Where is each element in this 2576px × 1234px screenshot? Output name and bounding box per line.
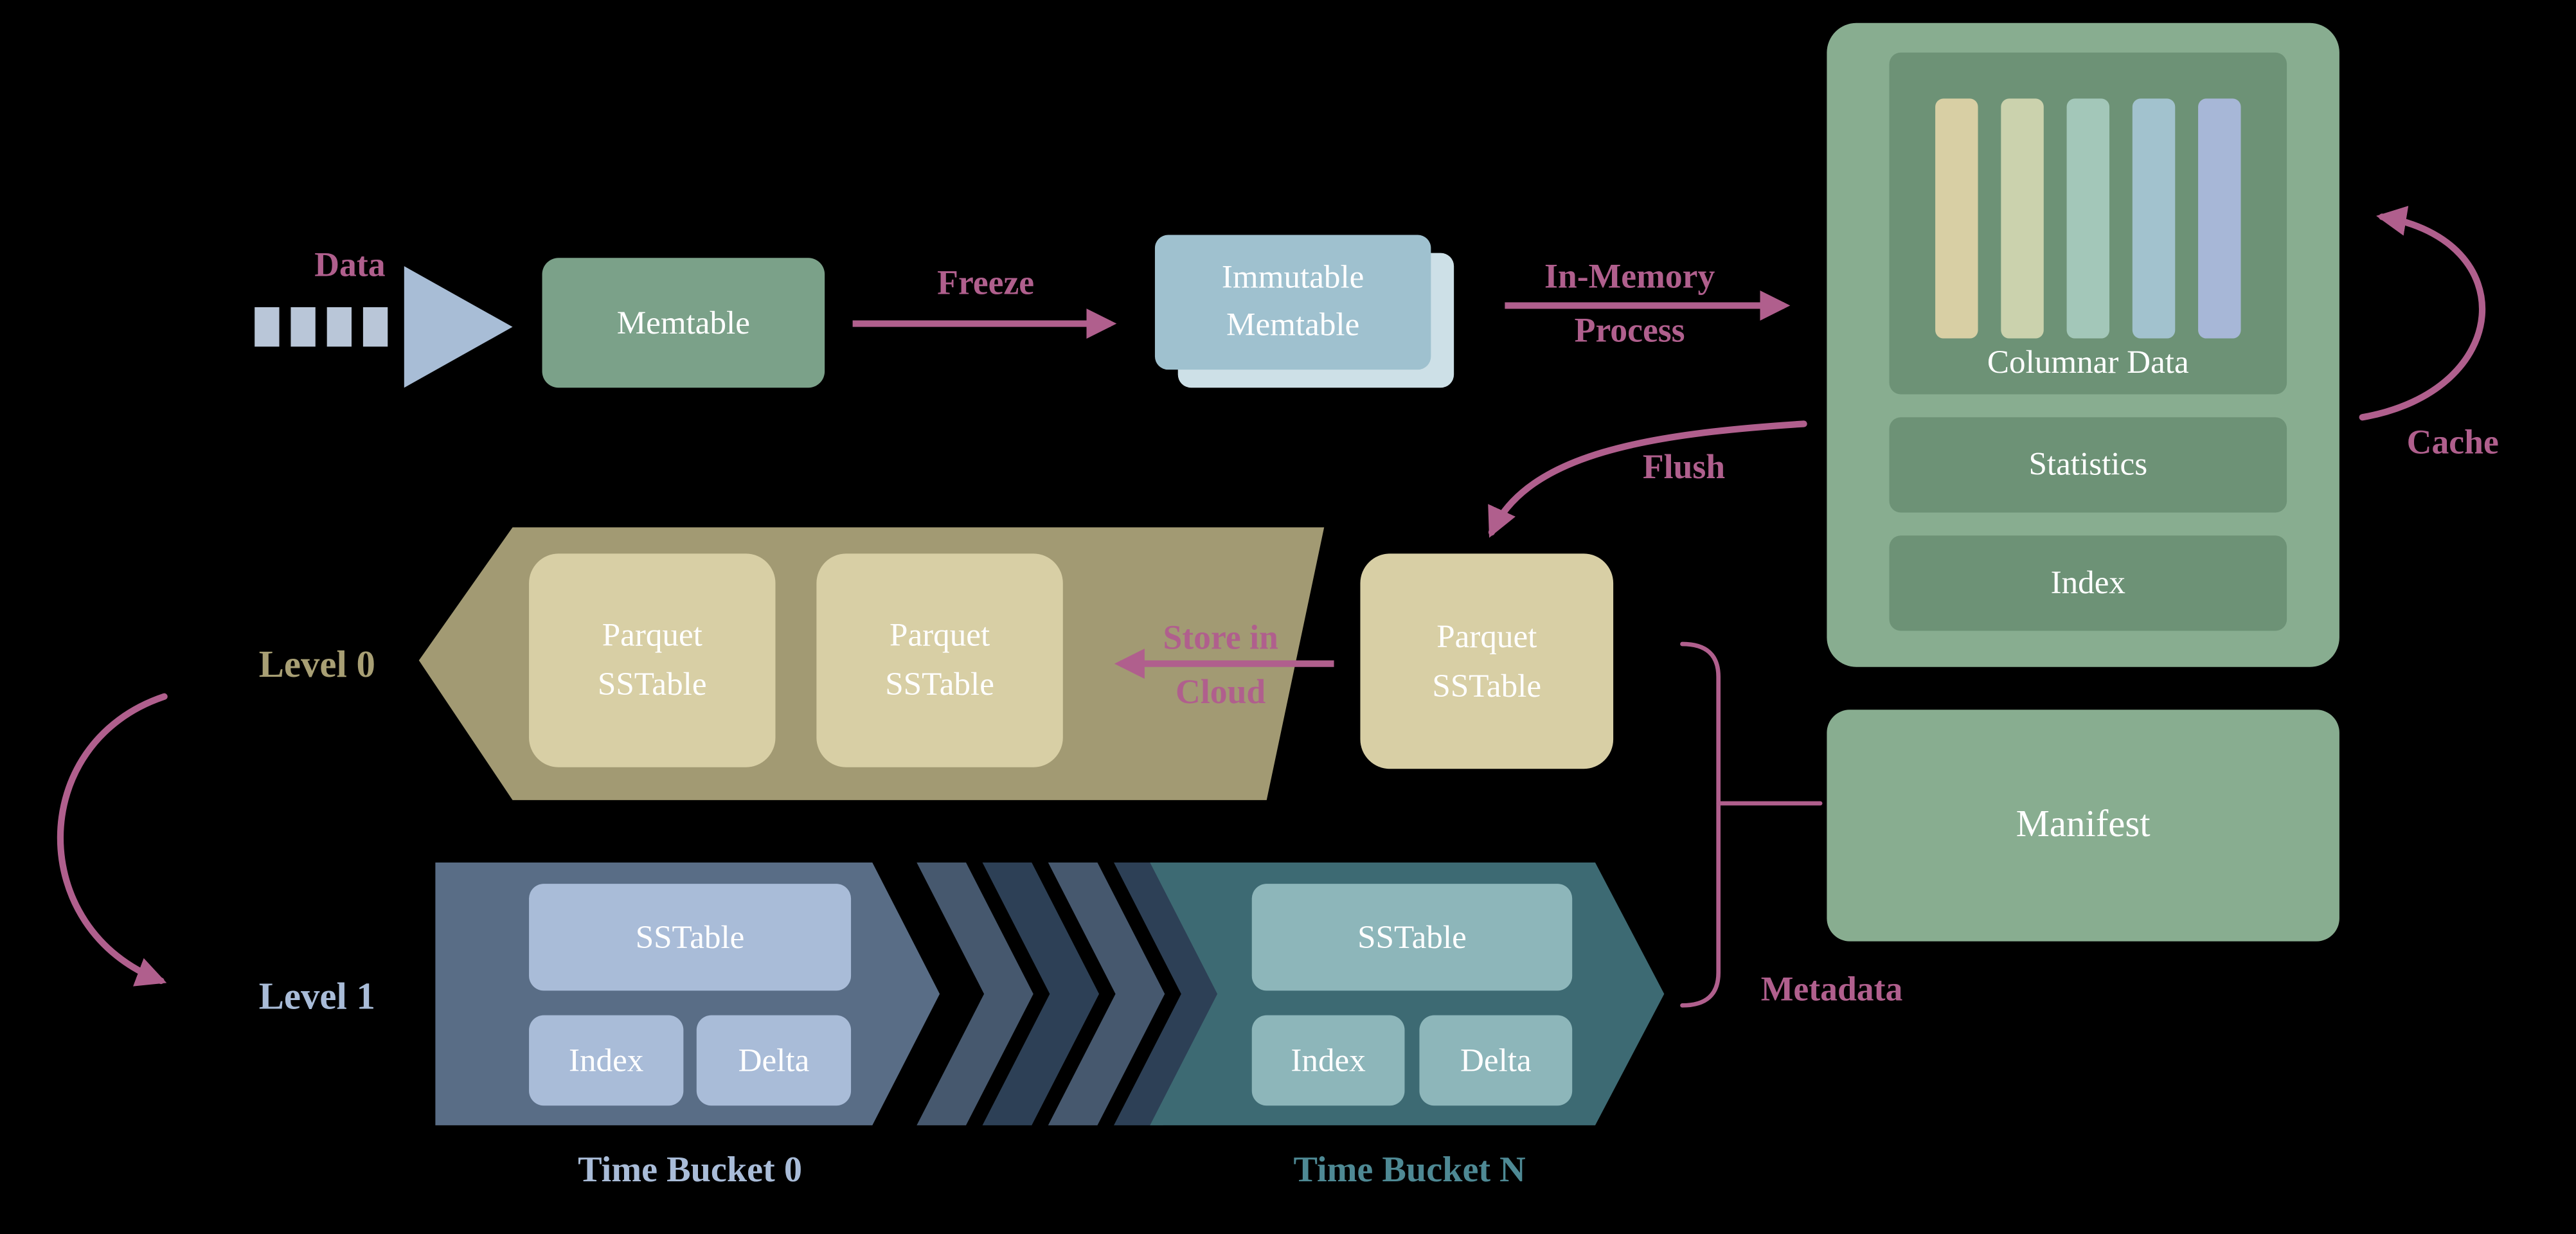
immutable-line2: Memtable [1226,307,1360,344]
flush-sstable-line1: Parquet [1436,618,1537,655]
memtable-label: Memtable [616,305,750,341]
statistics-node: Statistics [1889,417,2287,513]
metadata-connector [1680,641,1823,1008]
in-memory-line2: Process [1574,309,1685,350]
l0-box1-line2: SSTable [885,666,994,704]
store-in-cloud-label: Store in Cloud [1131,611,1311,718]
memtable-node: Memtable [542,258,825,388]
statistics-label: Statistics [2028,447,2148,483]
sstable-node: SSTable [1251,884,1573,991]
flush-sstable-node: Parquet SSTable [1360,553,1614,769]
chevron-separator [917,862,1231,1125]
column-bar [2001,98,2044,339]
bucketN-sstable-label: SSTable [1357,919,1467,956]
data-label: Data [314,244,386,285]
store-line1: Store in [1163,618,1278,657]
index-node: Index [1251,1015,1405,1106]
bucketN-delta-label: Delta [1460,1042,1532,1079]
time-bucketN-caption: Time Bucket N [1293,1148,1526,1190]
store-line2: Cloud [1176,671,1266,711]
sstable-node: SSTable [529,884,852,991]
time-bucket0-caption: Time Bucket 0 [578,1148,802,1190]
level0-to-level1-arrow [57,693,168,987]
flush-sstable-line2: SSTable [1432,668,1542,704]
index-node: Index [529,1015,684,1106]
parquet-sstable-node: Parquet SSTable [816,553,1063,767]
column-bar [2132,98,2176,339]
l0-box1-line1: Parquet [890,618,990,654]
l0-box0-line2: SSTable [597,666,707,704]
cache-arrow [2359,206,2486,421]
immutable-memtable-node: Immutable Memtable [1154,235,1431,370]
level0-label: Level 0 [258,643,375,685]
parquet-sstable-node: Parquet SSTable [529,553,776,767]
columnar-data-text: Columnar Data [1987,344,2189,382]
column-bar [2066,98,2110,339]
bucketN-index-label: Index [1291,1042,1366,1079]
column-bar [1935,98,1978,339]
bucket0-delta-label: Delta [738,1042,810,1079]
in-memory-process-label: In-Memory Process [1498,250,1761,357]
column-bar [2198,98,2241,339]
columnar-data-label: Columnar Data [1890,337,2287,389]
immutable-line1: Immutable [1221,259,1364,296]
index-node: Index [1889,535,2287,631]
flush-label: Flush [1642,447,1726,487]
cache-label: Cache [2406,422,2499,462]
index-label: Index [2050,565,2125,602]
manifest-node: Manifest [1827,710,2339,942]
bucket0-index-label: Index [568,1042,644,1079]
freeze-label: Freeze [937,262,1035,303]
in-memory-line1: In-Memory [1544,256,1715,296]
delta-node: Delta [1419,1015,1573,1106]
delta-node: Delta [696,1015,852,1106]
bucket0-sstable-label: SSTable [635,919,745,956]
l0-box0-line1: Parquet [602,618,702,654]
metadata-label: Metadata [1760,969,1903,1009]
level1-label: Level 1 [258,976,375,1017]
flush-arrow [1488,420,1807,538]
data-flow-arrow [255,266,513,388]
manifest-label: Manifest [2016,803,2151,845]
